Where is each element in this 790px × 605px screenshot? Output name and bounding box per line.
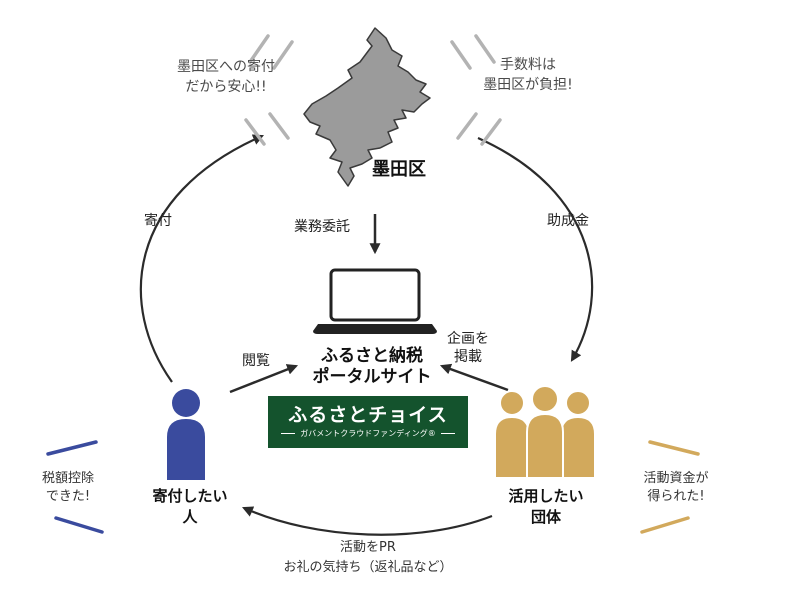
browse-flow-label: 閲覧: [242, 353, 270, 369]
org-person-right-icon: [560, 390, 596, 479]
org-person-left-icon: [494, 390, 530, 479]
subsidy-arrow: [477, 136, 594, 362]
emphasis-lines-bottom-right: [640, 440, 700, 534]
subtitle-right-line: [440, 433, 455, 435]
sumida-map-shape: [303, 27, 431, 187]
subsidy-flow-label: 助成金: [547, 213, 589, 229]
callout-bottom-left: 税額控除 できた!: [41, 471, 95, 505]
furusato-choice-logo: ふるさとチョイス: [288, 403, 448, 426]
emphasis-lines-top-right: [450, 34, 502, 146]
donation-flow-label: 寄付: [144, 213, 172, 229]
pr-arrow: [241, 506, 493, 536]
portal-site-title: ふるさと納税 ポータルサイト: [312, 346, 432, 388]
donor-person-icon: [167, 389, 205, 480]
furusato-choice-banner: ふるさとチョイス ガバメントクラウドファンディング®: [268, 396, 468, 448]
region-label: 墨田区: [372, 159, 426, 180]
subtitle-left-line: [281, 433, 296, 435]
callout-bottom-right: 活動資金が 得られた!: [643, 471, 709, 505]
organization-label: 活用したい 団体: [508, 487, 584, 526]
browse-arrow: [229, 364, 299, 394]
emphasis-lines-top-left: [244, 34, 294, 146]
emphasis-lines-bottom-left: [46, 440, 104, 534]
callout-top-right: 手数料は 墨田区が負担!: [483, 57, 573, 93]
post-project-arrow: [439, 363, 509, 392]
callout-top-left: 墨田区への寄付 だから安心!!: [177, 59, 275, 95]
donation-arrow: [139, 134, 265, 383]
pr-flow-label: 活動をPR お礼の気持ち（返礼品など）: [283, 540, 453, 576]
banner-subtitle-row: ガバメントクラウドファンディング®: [281, 428, 455, 439]
org-person-center-icon: [526, 385, 564, 479]
outsourcing-flow-label: 業務委託: [294, 219, 350, 235]
banner-subtitle: ガバメントクラウドファンディング®: [300, 429, 436, 439]
donor-label: 寄付したい 人: [152, 487, 228, 526]
post-project-flow-label: 企画を 掲載: [447, 331, 489, 365]
laptop-icon: [313, 268, 437, 334]
org-people-icon: [494, 385, 596, 479]
